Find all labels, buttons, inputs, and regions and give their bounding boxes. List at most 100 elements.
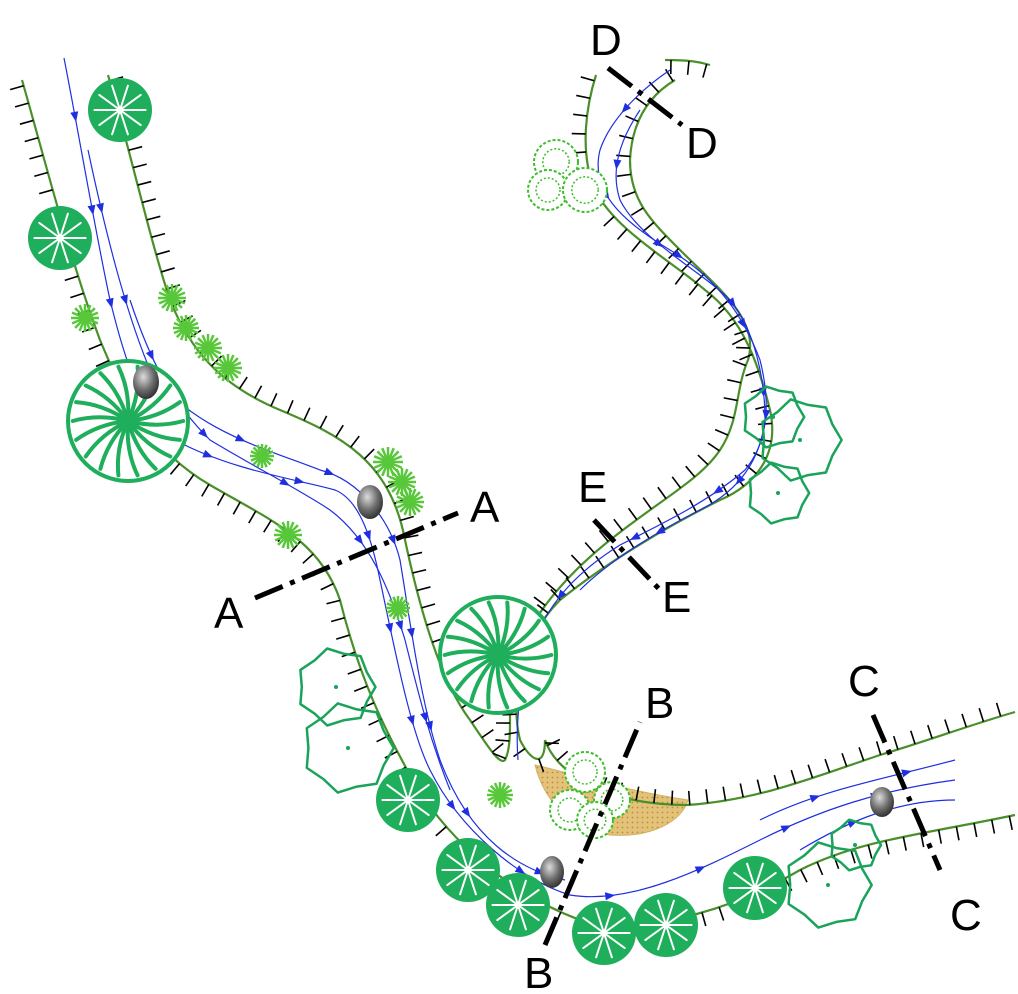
flow-arrow-icon — [87, 204, 96, 216]
flow-arrow-icon — [735, 474, 746, 485]
bank-tick — [673, 508, 682, 522]
bank-tick — [132, 163, 147, 169]
bank-tick — [238, 376, 248, 390]
bank-tick — [254, 385, 263, 399]
bank-tick — [705, 789, 709, 804]
flow-arrow-icon — [901, 769, 912, 778]
bank-tick — [755, 404, 770, 410]
bank-tick — [687, 790, 691, 805]
bank-tick — [773, 774, 779, 789]
flow-arrow-icon — [387, 534, 396, 545]
tree-icon — [761, 398, 843, 482]
section-line-e — [592, 518, 662, 592]
tree-icon — [748, 461, 811, 525]
bank-tick — [850, 849, 856, 864]
bank-tick — [573, 113, 588, 117]
bank-tick — [412, 568, 427, 574]
section-c-start-label: C — [848, 657, 880, 706]
bank-tick — [408, 551, 423, 557]
bank-tick — [350, 435, 360, 448]
bank-tick — [14, 102, 29, 108]
bank-tick — [302, 553, 314, 564]
flow-arrow-icon — [758, 387, 767, 398]
bank-tick — [416, 586, 431, 592]
bank-tick — [326, 599, 341, 605]
bank-tick — [723, 321, 736, 332]
tree-icon — [743, 385, 806, 449]
bank-tick — [664, 68, 674, 82]
flow-arrow-icon — [145, 349, 154, 361]
bank-tick — [978, 708, 985, 722]
flow-arrow-icon — [279, 477, 290, 486]
flow-arrow-icon — [293, 476, 305, 485]
bank-tick — [169, 463, 181, 475]
bank-tick — [335, 634, 350, 640]
shrub-icon — [214, 354, 242, 382]
bank-line — [20, 79, 1016, 926]
bank-tick — [961, 713, 968, 728]
bank-tick — [674, 272, 685, 285]
bank-tick — [360, 702, 375, 709]
bank-tick — [686, 60, 690, 75]
section-c-end-label: C — [950, 891, 982, 940]
tree-icon — [787, 841, 873, 929]
bank-tick — [707, 442, 720, 452]
bank-tick — [400, 515, 414, 522]
bank-tick — [641, 526, 651, 540]
flow-arrow-icon — [234, 433, 246, 442]
bank-tick — [858, 747, 865, 761]
bank-tick — [937, 829, 943, 844]
bank-tick — [347, 668, 362, 675]
bush-icon — [564, 751, 606, 793]
bank-tick — [702, 295, 713, 307]
bank-tick — [598, 530, 609, 542]
bank-tick — [635, 97, 648, 107]
bank-tick — [800, 869, 808, 883]
flow-arrow-icon — [629, 531, 641, 541]
bank-tick — [645, 251, 656, 264]
bank-tick — [706, 285, 718, 297]
bank-tick — [790, 769, 797, 784]
bank-tick — [536, 604, 549, 614]
bank-ticks — [9, 60, 1013, 938]
bank-tick — [745, 370, 760, 377]
rock-icon — [357, 485, 383, 519]
vegetation — [28, 78, 883, 965]
flow-arrow-icon — [406, 627, 415, 639]
bank-tick — [481, 729, 494, 739]
bank-tick — [720, 413, 734, 419]
bank-tick — [421, 603, 436, 609]
shrub-icon — [194, 334, 222, 362]
bank-tick — [335, 424, 344, 438]
section-line-d — [606, 66, 684, 127]
tree-icon — [88, 78, 152, 142]
bank-tick — [201, 483, 210, 497]
section-b-start-label: B — [524, 949, 553, 994]
shrub-icon — [173, 315, 199, 341]
bank-tick — [841, 752, 848, 767]
shrub-icon — [274, 521, 302, 549]
bank-tick — [671, 476, 682, 489]
bank-tick — [727, 378, 742, 384]
bank-tick — [353, 685, 368, 692]
section-a-start-label: A — [214, 589, 244, 638]
bank-tick — [927, 724, 933, 739]
tree-icon — [634, 893, 698, 957]
bank-tick — [557, 567, 569, 579]
flow-arrow-icon — [406, 714, 415, 726]
bank-tick — [635, 786, 640, 801]
bank-tick — [303, 407, 311, 421]
flow-arrow-icon — [70, 111, 79, 122]
bank-tick — [319, 415, 328, 429]
bank-tick — [151, 232, 166, 239]
section-e-end-label: E — [662, 573, 691, 622]
bank-tick — [670, 790, 674, 805]
bank-tick — [816, 861, 824, 876]
bank-tick — [909, 730, 916, 745]
bank-tick — [9, 84, 24, 91]
flow-arrow-icon — [96, 202, 104, 214]
bank-tick — [648, 81, 660, 93]
bank-line — [106, 74, 752, 763]
bank-tick — [565, 577, 576, 590]
